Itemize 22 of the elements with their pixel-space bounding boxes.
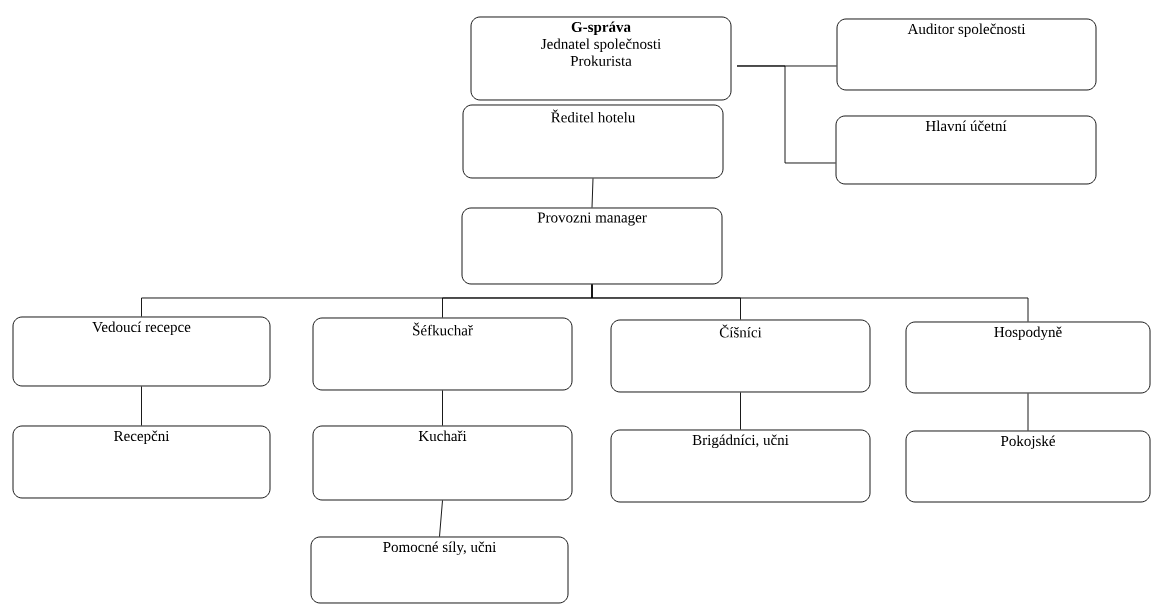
org-box: Provozni manager [461, 207, 723, 285]
org-box: Šéfkuchař [312, 317, 573, 391]
org-box: Pomocné síly, učni [310, 536, 569, 604]
org-box: Brigádníci, učni [610, 429, 871, 503]
org-box: Vedoucí recepce [12, 316, 271, 387]
connector-line [442, 390, 443, 426]
connector-line [591, 284, 1029, 322]
connector-line [736, 65, 836, 164]
connector-line [740, 392, 741, 430]
org-box: Recepčni [12, 425, 271, 499]
org-box: Pokojské [905, 430, 1151, 503]
org-box: G-správa Jednatel společnosti Prokurista [470, 16, 732, 101]
org-box: Ředitel hotelu [462, 104, 724, 179]
org-box: Auditor společnosti [836, 18, 1097, 91]
connector-line [591, 178, 594, 208]
connector-line [439, 500, 443, 537]
org-box: Hlavní účetní [835, 115, 1097, 185]
connector-line [1027, 393, 1029, 431]
org-box: Kuchaři [312, 425, 573, 501]
org-box: Hospodyně [905, 321, 1151, 394]
org-box: Číšníci [610, 319, 871, 393]
connector-line [141, 386, 142, 426]
